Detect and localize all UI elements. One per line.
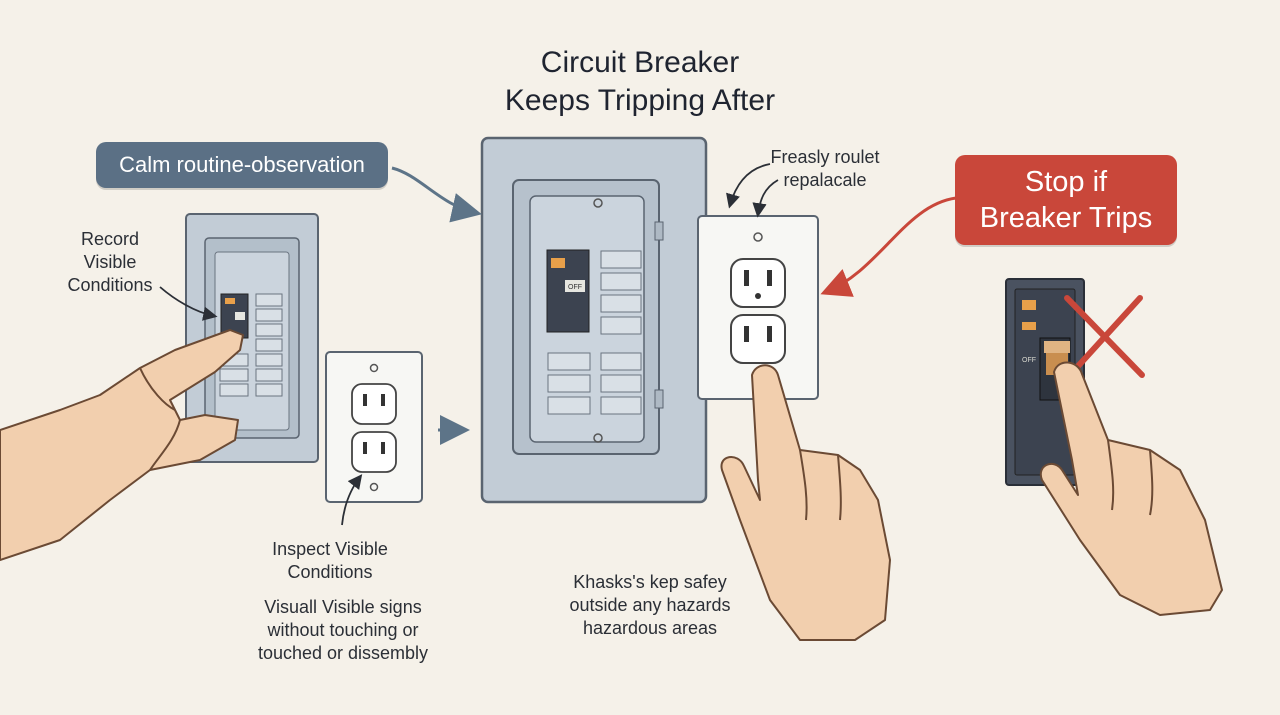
visual-signs-label: Visuall Visible signs without touching o… <box>257 597 429 663</box>
connector-arrows <box>159 163 957 526</box>
left-breaker-panel <box>185 213 319 463</box>
center-breaker-switches <box>547 250 642 415</box>
arrow-inspect-pointer <box>341 474 363 526</box>
left-hand <box>0 329 244 561</box>
page-title: Circuit Breaker Keeps Tripping After <box>504 46 776 117</box>
arrow-freasly-left <box>726 163 771 209</box>
right-breaker-off-label: OFF <box>1022 357 1036 364</box>
arrow-calm-to-panel <box>391 166 482 223</box>
warning-x-mark <box>1064 295 1145 378</box>
center-breaker-panel <box>480 136 708 504</box>
center-breaker-off-label: OFF <box>568 284 582 291</box>
record-conditions-label: Record Visible Conditions <box>67 229 153 295</box>
stop-warning-badge: Stop if Breaker Trips <box>955 155 1177 245</box>
outlet-replace-label: Freasly roulet repalacale <box>770 147 880 190</box>
keep-safe-label: Khasks's kep safey outside any hazards h… <box>569 572 731 638</box>
inspect-conditions-label: Inspect Visible Conditions <box>272 539 388 582</box>
arrow-record-pointer <box>159 286 218 321</box>
arrow-freasly-right <box>752 179 779 218</box>
center-outlet <box>697 215 819 400</box>
calm-observation-badge: Calm routine-observation <box>96 142 388 188</box>
center-hand <box>720 364 891 641</box>
small-outlet <box>325 351 423 503</box>
right-hand <box>1039 361 1223 616</box>
arrow-stop-to-outlet <box>820 196 957 297</box>
